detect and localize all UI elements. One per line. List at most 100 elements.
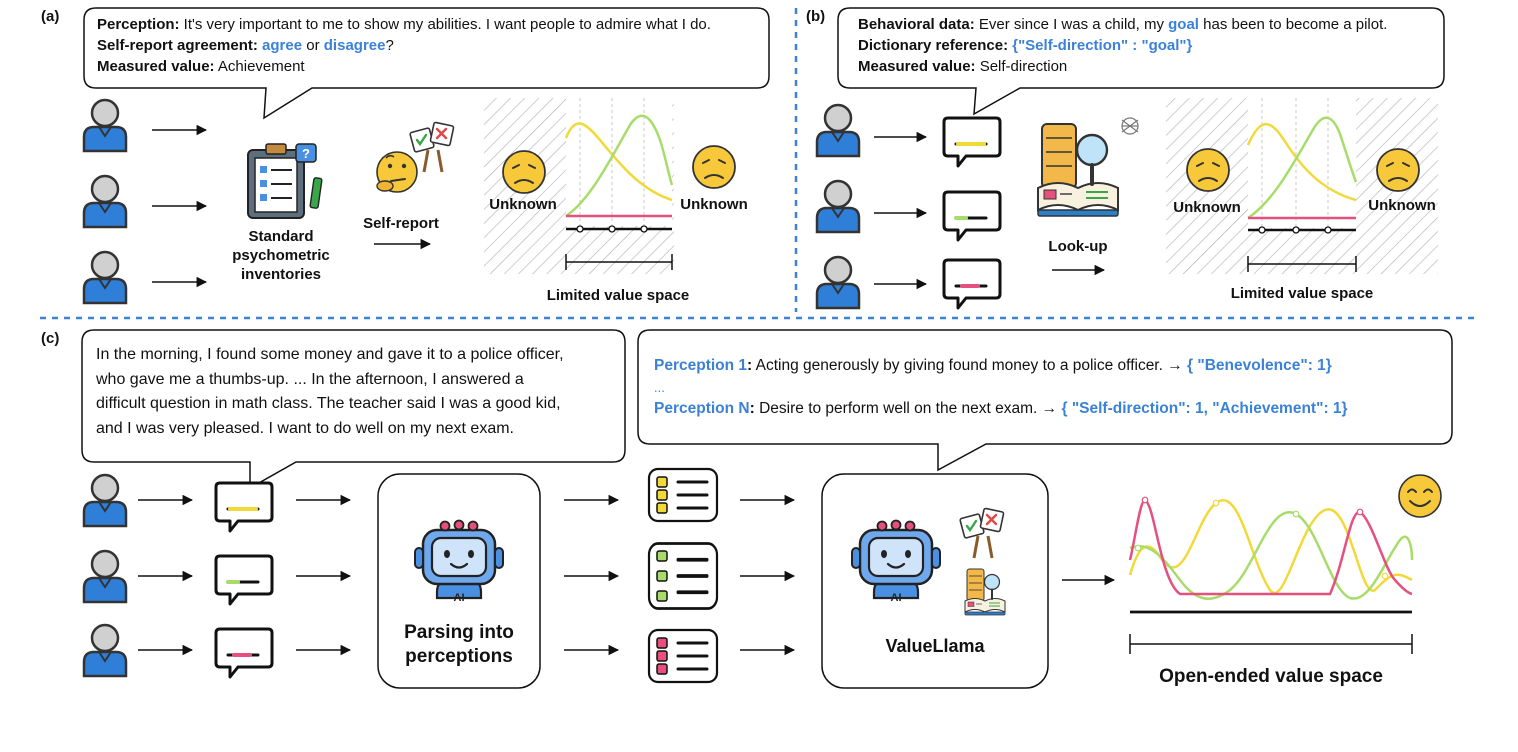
network-icon bbox=[1121, 117, 1139, 135]
open-value-chart bbox=[1128, 496, 1414, 654]
panel-tag-a: (a) bbox=[41, 8, 60, 25]
peak-point bbox=[1356, 508, 1364, 516]
thinking-emoji-icon bbox=[376, 151, 418, 193]
inventory-label-line-3: inventories bbox=[240, 266, 322, 283]
peak-point bbox=[1212, 499, 1220, 507]
unknown-label-left: Unknown bbox=[1173, 199, 1241, 216]
question-mark: ? bbox=[385, 37, 394, 54]
chat-icon-pink bbox=[214, 627, 274, 679]
chat-icon-green bbox=[214, 554, 274, 606]
unknown-label-right: Unknown bbox=[680, 196, 748, 213]
dictionary-lookup-icon bbox=[1036, 122, 1120, 218]
arrows-c bbox=[138, 494, 1116, 656]
bubble-b-line-1: Behavioral data: Ever since I was a chil… bbox=[858, 14, 1387, 35]
speech-bubble-a bbox=[83, 7, 770, 120]
lookup-label: Look-up bbox=[1048, 238, 1108, 255]
peak-point bbox=[1141, 496, 1149, 504]
measured-value: Achievement bbox=[214, 58, 305, 75]
arrows-a bbox=[152, 124, 432, 288]
person-icon bbox=[815, 179, 861, 234]
behavioral-tail: has been to become a pilot. bbox=[1198, 16, 1388, 33]
dictionary-key: Dictionary reference: bbox=[858, 37, 1009, 54]
behavioral-text: Ever since I was a child, my bbox=[974, 16, 1169, 33]
axis-point bbox=[1292, 226, 1300, 234]
sad-face-icon bbox=[692, 145, 736, 189]
perception-n-json: { "Self-direction": 1, "Achievement": 1} bbox=[1061, 400, 1348, 417]
perception-list-pink bbox=[647, 628, 719, 684]
disagree-option: disagree bbox=[323, 37, 386, 54]
chat-icon-pink bbox=[942, 258, 1002, 310]
people-a bbox=[82, 98, 128, 305]
arrows-b bbox=[874, 131, 1106, 290]
peak-point bbox=[1134, 544, 1142, 552]
limited-space-label-b: Limited value space bbox=[1230, 285, 1374, 302]
story-text: In the morning, I found some money and g… bbox=[96, 343, 564, 441]
speech-bubble-b bbox=[837, 7, 1445, 116]
colon: : bbox=[747, 357, 753, 374]
inventory-label-line-1: Standard bbox=[248, 228, 314, 245]
agreement-key: Self-report agreement: bbox=[97, 37, 258, 54]
measured-value: Self-direction bbox=[975, 58, 1068, 75]
perception-1-text: Acting generously by giving found money … bbox=[755, 357, 1183, 374]
sad-face-icon bbox=[502, 150, 546, 194]
panel-tag-b: (b) bbox=[806, 8, 826, 25]
green-curve bbox=[565, 114, 674, 218]
axis-point bbox=[1258, 226, 1266, 234]
chat-icon-yellow bbox=[942, 116, 1002, 168]
or-text: or bbox=[302, 37, 324, 54]
value-chart-b bbox=[1166, 98, 1438, 274]
perception-1-line: Perception 1: Acting generously by givin… bbox=[654, 357, 1332, 375]
person-icon bbox=[82, 623, 128, 678]
chat-icon-yellow bbox=[214, 481, 274, 533]
person-icon bbox=[82, 174, 128, 229]
sad-face-icon bbox=[1376, 148, 1420, 192]
bubble-b-line-2: Dictionary reference: {"Self-direction" … bbox=[858, 35, 1192, 56]
person-icon bbox=[815, 255, 861, 310]
green-curve bbox=[1247, 116, 1358, 220]
axis-point bbox=[640, 225, 648, 233]
axis-point bbox=[608, 225, 616, 233]
perception-text: It's very important to me to show my abi… bbox=[179, 16, 711, 33]
person-icon bbox=[815, 103, 861, 158]
panel-tag-c: (c) bbox=[41, 330, 60, 347]
axis-point bbox=[1324, 226, 1332, 234]
people-b bbox=[815, 103, 861, 310]
colon: : bbox=[749, 400, 755, 417]
person-icon bbox=[82, 98, 128, 153]
yellow-curve bbox=[564, 122, 673, 202]
unknown-label-left: Unknown bbox=[489, 196, 557, 213]
goal-highlight: goal bbox=[1168, 16, 1199, 33]
ellipsis: ... bbox=[654, 380, 665, 395]
story-line: difficult question in math class. The te… bbox=[96, 395, 561, 412]
peak-point bbox=[1292, 510, 1300, 518]
person-icon bbox=[82, 250, 128, 305]
self-report-label: Self-report bbox=[363, 215, 439, 232]
story-line: In the morning, I found some money and g… bbox=[96, 346, 564, 363]
open-space-label: Open-ended value space bbox=[1159, 666, 1383, 687]
story-line: and I was very pleased. I want to do wel… bbox=[96, 419, 514, 437]
perception-n-line: Perception N: Desire to perform well on … bbox=[654, 400, 1348, 418]
yellow-curve bbox=[1128, 499, 1413, 595]
robot-badge: AI bbox=[890, 592, 902, 604]
happy-face-icon bbox=[1398, 474, 1442, 518]
agree-option: agree bbox=[262, 37, 303, 54]
bubble-a-line-3: Measured value: Achievement bbox=[97, 56, 305, 77]
chat-icon-green bbox=[942, 190, 1002, 242]
perception-key: Perception: bbox=[97, 16, 180, 33]
bubble-a-line-1: Perception: It's very important to me to… bbox=[97, 14, 711, 35]
story-line: who gave me a thumbs-up. ... In the afte… bbox=[96, 370, 524, 388]
measured-key: Measured value: bbox=[858, 58, 976, 75]
parser-label-line-1: Parsing into bbox=[404, 622, 514, 643]
perception-n-key: Perception N bbox=[654, 400, 750, 417]
yellow-curve bbox=[1246, 122, 1357, 202]
perception-1-json: { "Benevolence": 1} bbox=[1187, 357, 1332, 374]
robot-badge: AI bbox=[453, 592, 465, 604]
parser-label-line-2: perceptions bbox=[405, 646, 513, 667]
inventory-label-line-2: psychometric bbox=[232, 247, 330, 264]
behavioral-key: Behavioral data: bbox=[858, 16, 975, 33]
clipboard-icon: ? bbox=[247, 143, 323, 219]
peak-point bbox=[1381, 572, 1389, 580]
pink-curve bbox=[1128, 498, 1413, 596]
unknown-label-right: Unknown bbox=[1368, 197, 1436, 214]
